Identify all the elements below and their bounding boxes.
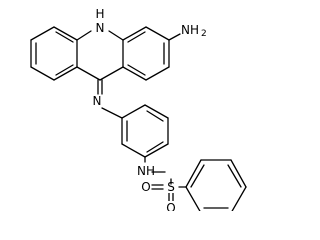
left-benzo-ring [30,26,78,81]
phenylene-ring [101,104,169,163]
chemical-structure-diagram: H N NH 2 N NH S O O [30,7,247,211]
bonds [30,26,247,211]
imine-nitrogen-label: N [93,94,102,108]
amine-subscript-label: 2 [201,29,207,39]
sulfonamide-nh-label: NH [137,164,155,178]
oxygen-right-label: O [166,201,175,211]
ring-nh-hydrogen-label: H [95,7,104,21]
sulfur-label: S [167,180,175,194]
right-benzo-ring [122,26,181,81]
central-ring [76,30,124,95]
ring-nitrogen-label: N [96,21,105,35]
oxygen-left-label: O [141,180,150,194]
atom-labels: H N NH 2 N NH S O O [93,7,207,211]
sulfonamide-group [151,171,187,190]
phenyl-ring [185,159,247,211]
amine-label: NH [181,23,199,37]
